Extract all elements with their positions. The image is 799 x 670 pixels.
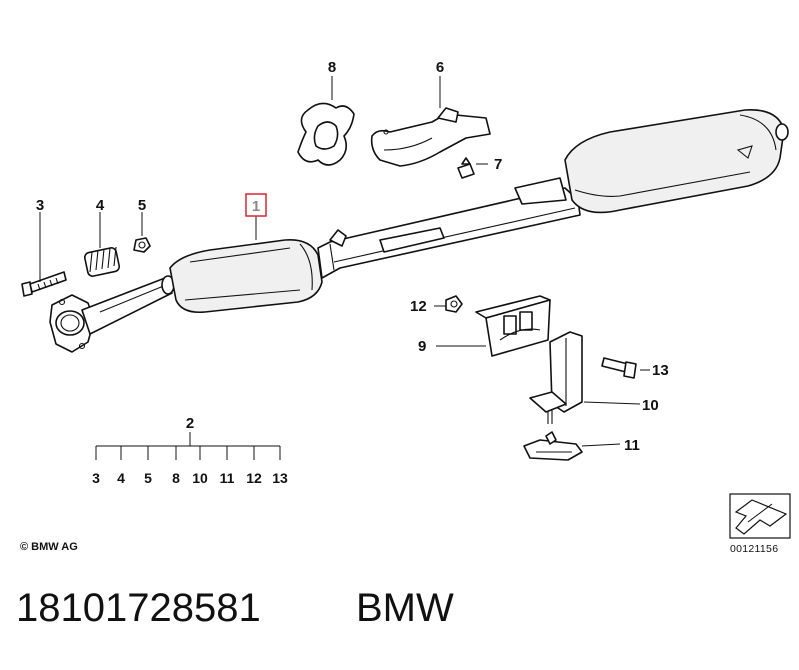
kit-contents-bracket: 2 3 4 5 8 10 11 12 13 xyxy=(92,415,288,486)
label-part-5[interactable]: 5 xyxy=(138,197,146,214)
kit-item-label[interactable]: 3 xyxy=(92,470,100,486)
label-part-7[interactable]: 7 xyxy=(494,156,502,173)
label-part-1[interactable]: 1 xyxy=(252,198,260,215)
rubber-mounting-ring[interactable] xyxy=(297,102,355,166)
kit-item-label[interactable]: 10 xyxy=(192,470,208,486)
kit-item-label[interactable]: 8 xyxy=(172,470,180,486)
label-part-12[interactable]: 12 xyxy=(410,298,427,315)
nut-part-5[interactable] xyxy=(133,237,151,253)
kit-item-label[interactable]: 5 xyxy=(144,470,152,486)
bolt-part-3[interactable] xyxy=(21,271,67,297)
bracket-part-6[interactable] xyxy=(370,107,491,167)
copyright-text: © BMW AG xyxy=(20,541,78,553)
kit-item-label[interactable]: 4 xyxy=(117,470,125,486)
label-part-8[interactable]: 8 xyxy=(328,59,336,76)
exhaust-pipe-assembly[interactable] xyxy=(49,109,789,353)
label-part-13[interactable]: 13 xyxy=(652,362,669,379)
label-part-10[interactable]: 10 xyxy=(642,397,659,414)
diagram-id: 00121156 xyxy=(730,543,779,555)
kit-item-label[interactable]: 12 xyxy=(246,470,262,486)
label-part-11[interactable]: 11 xyxy=(624,437,640,454)
bolt-part-13[interactable] xyxy=(601,357,637,379)
nut-part-12[interactable] xyxy=(445,295,463,313)
highlight-box xyxy=(245,193,267,217)
bracket-part-10[interactable] xyxy=(529,331,583,424)
clip-part-11[interactable] xyxy=(523,431,583,461)
leader-lines xyxy=(39,76,650,447)
label-part-6[interactable]: 6 xyxy=(436,59,444,76)
diagram-arrow-icon xyxy=(729,493,791,539)
bolt-part-7[interactable] xyxy=(457,157,475,179)
label-part-2[interactable]: 2 xyxy=(186,415,194,432)
spring-part-4[interactable] xyxy=(83,246,121,277)
label-part-4[interactable]: 4 xyxy=(96,197,105,214)
kit-item-label[interactable]: 11 xyxy=(220,470,235,486)
brand-name: BMW xyxy=(356,586,454,630)
label-part-9[interactable]: 9 xyxy=(418,338,426,355)
kit-item-label[interactable]: 13 xyxy=(272,470,288,486)
part-number: 18101728581 xyxy=(16,586,261,630)
rubber-mount-part-9[interactable] xyxy=(475,295,551,357)
label-part-3[interactable]: 3 xyxy=(36,197,44,214)
